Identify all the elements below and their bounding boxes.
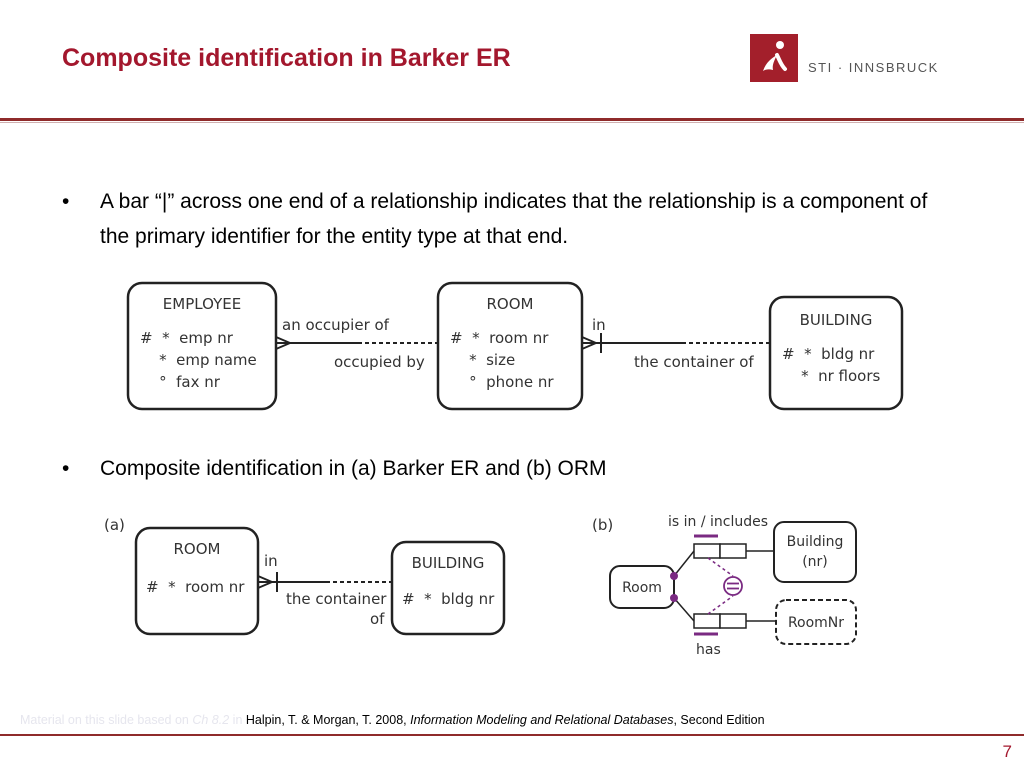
relationship-label: an occupier of bbox=[282, 316, 390, 334]
footer-faded-chapter: Ch 8.2 bbox=[192, 713, 230, 727]
relationship-container: in the container of bbox=[257, 552, 392, 628]
employee-entity: EMPLOYEE # * emp nr * emp name ° fax nr bbox=[126, 281, 278, 411]
external-uniqueness-constraint bbox=[707, 557, 743, 615]
footer-reference: Material on this slide based on Ch 8.2 i… bbox=[20, 713, 765, 727]
room-attr: # * room nr bbox=[146, 578, 245, 596]
building-label: Building bbox=[787, 534, 844, 550]
room-entity: ROOM # * room nr bbox=[134, 526, 260, 636]
reference-authors: Halpin, T. & Morgan, T. 2008, bbox=[245, 713, 407, 727]
slide-title: Composite identification in Barker ER bbox=[62, 44, 511, 72]
fact-type-label: is in / includes bbox=[668, 514, 768, 530]
room-title: ROOM bbox=[487, 295, 534, 313]
room-title: ROOM bbox=[174, 540, 221, 558]
fact-type-has bbox=[673, 597, 776, 636]
bullet-text: Composite identification in (a) Barker E… bbox=[100, 457, 607, 480]
header-divider-shadow bbox=[0, 122, 1024, 123]
relationship-label: the container of bbox=[634, 353, 754, 371]
mandatory-dot bbox=[670, 594, 678, 602]
relationship-label: in bbox=[264, 552, 278, 570]
room-label: Room bbox=[622, 580, 662, 596]
roomnr-label: RoomNr bbox=[788, 615, 844, 631]
footer-divider bbox=[0, 734, 1024, 736]
diagram-label: (b) bbox=[592, 516, 613, 534]
reference-edition: , Second Edition bbox=[673, 713, 765, 727]
building-entity: BUILDING # * bldg nr bbox=[390, 540, 506, 636]
relationship-label: the container bbox=[286, 590, 387, 608]
room-attr: # * room nr bbox=[450, 329, 549, 347]
relationship-label: of bbox=[370, 610, 385, 628]
logo-text: STI · INNSBRUCK bbox=[808, 60, 939, 75]
fact-type-is-in bbox=[673, 543, 774, 577]
employee-attr: # * emp nr bbox=[140, 329, 234, 347]
employee-attr: * emp name bbox=[140, 351, 257, 369]
building-attr: * nr floors bbox=[782, 367, 881, 385]
fact-type-label: has bbox=[696, 642, 721, 658]
room-object-type: Room bbox=[609, 565, 675, 609]
bullet-marker: • bbox=[62, 457, 70, 480]
barker-er-diagram-a: (a) ROOM # * room nr BUILDING # * bldg n… bbox=[104, 516, 506, 636]
room-entity: ROOM # * room nr * size ° phone nr bbox=[436, 281, 584, 411]
room-attr: * size bbox=[450, 351, 515, 369]
page-number: 7 bbox=[1002, 742, 1012, 761]
employee-title: EMPLOYEE bbox=[163, 295, 241, 313]
relationship-occupier: an occupier of occupied by bbox=[275, 316, 438, 371]
relationship-label: occupied by bbox=[334, 353, 425, 371]
building-attr: # * bldg nr bbox=[782, 345, 875, 363]
bullet-text: A bar “|” across one end of a relationsh… bbox=[100, 190, 928, 248]
relationship-container: in the container of bbox=[581, 316, 770, 371]
employee-attr: ° fax nr bbox=[140, 373, 221, 391]
orm-diagram-b: (b) is in / includes Room Building (nr) … bbox=[592, 514, 857, 658]
reference-book-title: Information Modeling and Relational Data… bbox=[410, 713, 674, 727]
building-entity: BUILDING # * bldg nr * nr floors bbox=[768, 295, 904, 411]
roomnr-value-type: RoomNr bbox=[775, 599, 857, 645]
building-attr: # * bldg nr bbox=[402, 590, 495, 608]
footer-faded-text: Material on this slide based on bbox=[20, 713, 189, 727]
logo-mark bbox=[750, 34, 798, 82]
header-divider bbox=[0, 118, 1024, 121]
room-attr: ° phone nr bbox=[450, 373, 554, 391]
building-ref-mode: (nr) bbox=[802, 554, 828, 570]
building-title: BUILDING bbox=[800, 311, 873, 329]
mandatory-dot bbox=[670, 572, 678, 580]
building-title: BUILDING bbox=[412, 554, 485, 572]
barker-er-diagram: EMPLOYEE # * emp nr * emp name ° fax nr … bbox=[126, 281, 904, 411]
relationship-label: in bbox=[592, 316, 606, 334]
diagram-label: (a) bbox=[104, 516, 125, 534]
building-object-type: Building (nr) bbox=[773, 521, 857, 583]
footer-faded-in: in bbox=[232, 713, 243, 727]
bullet-marker: • bbox=[62, 190, 70, 213]
